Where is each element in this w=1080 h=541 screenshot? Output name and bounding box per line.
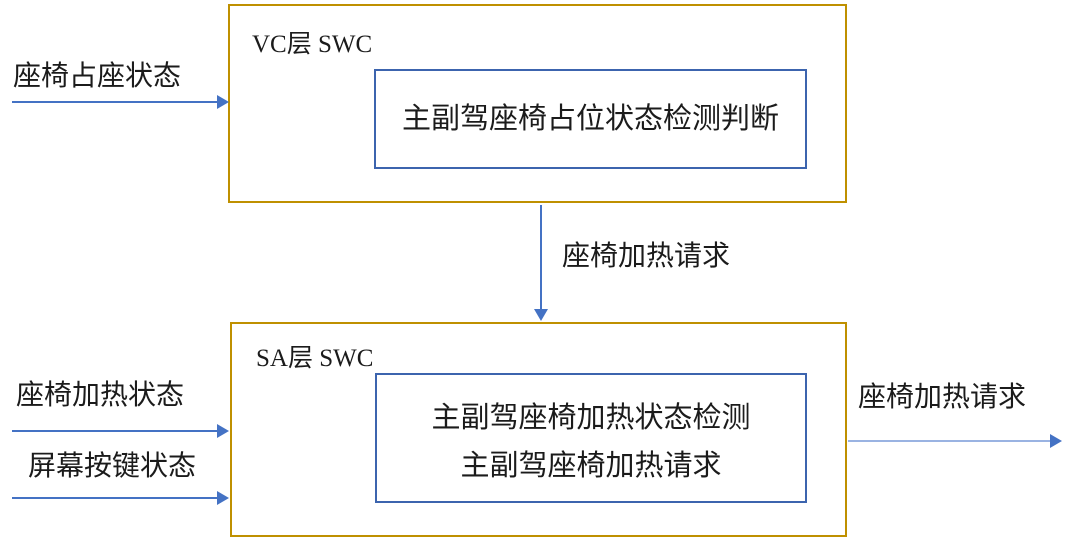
sa-process-box: 主副驾座椅加热状态检测 主副驾座椅加热请求 xyxy=(375,373,807,503)
vc-swc-title: VC层 SWC xyxy=(252,31,373,58)
arrow-seat-heat-request-output xyxy=(848,434,1062,448)
arrow-screen-key-state-into-sa xyxy=(12,491,229,505)
arrow-seat-occupancy-into-vc xyxy=(12,95,229,109)
arrow-seat-heat-state-into-sa xyxy=(12,424,229,438)
output-label-seat-heat-request: 座椅加热请求 xyxy=(858,381,1027,412)
vc-process-label: 主副驾座椅占位状态检测判断 xyxy=(401,103,779,135)
sa-swc-title: SA层 SWC xyxy=(256,345,374,372)
sa-process-label-line1: 主副驾座椅加热状态检测 xyxy=(431,402,751,434)
input-label-seat-occupancy: 座椅占座状态 xyxy=(13,60,182,91)
mid-label-seat-heat-request: 座椅加热请求 xyxy=(562,240,731,271)
sa-process-label-line2: 主副驾座椅加热请求 xyxy=(460,450,722,482)
input-label-screen-key-state: 屏幕按键状态 xyxy=(28,450,197,481)
input-label-seat-heat-state: 座椅加热状态 xyxy=(16,379,185,410)
arrow-vc-to-sa xyxy=(534,205,548,321)
vc-process-box: 主副驾座椅占位状态检测判断 xyxy=(374,69,807,169)
